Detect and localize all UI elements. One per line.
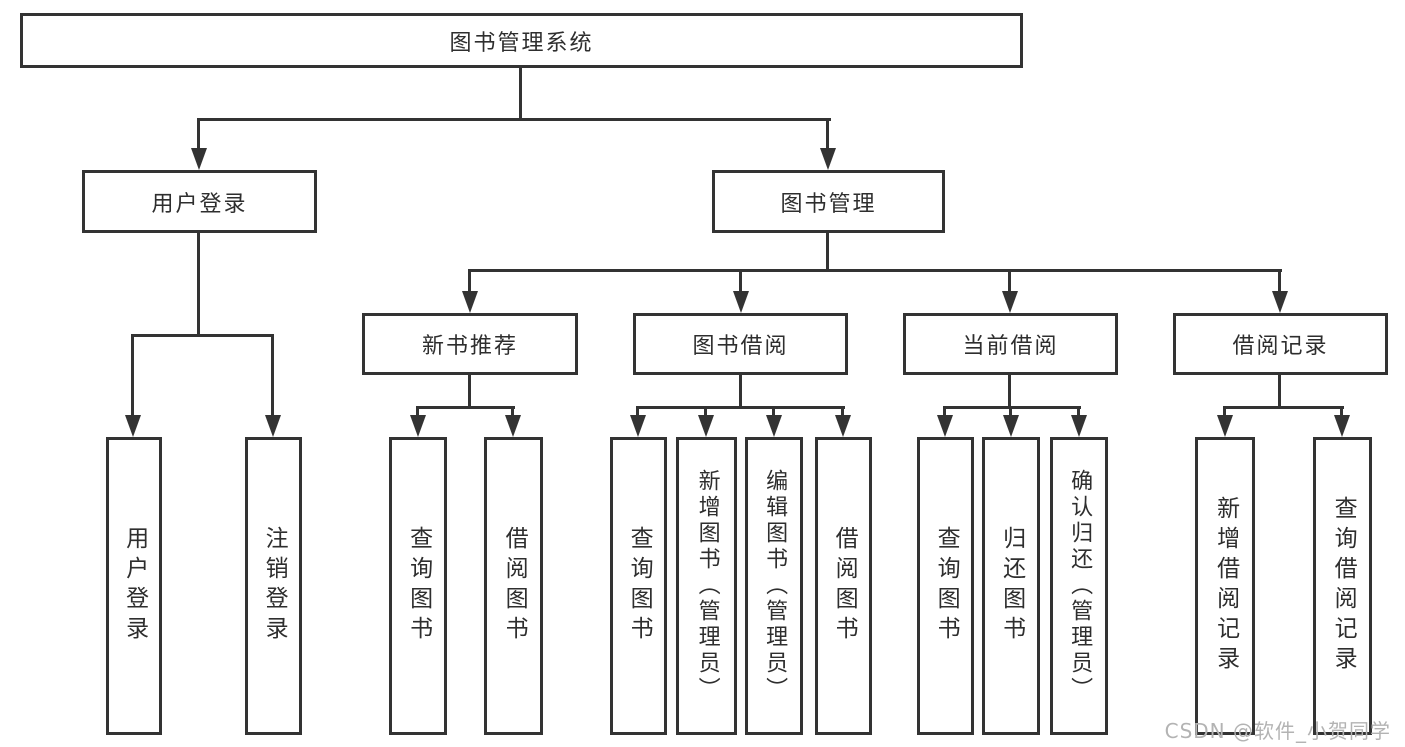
arrowhead-icon: [820, 148, 836, 170]
arrowhead-icon: [733, 291, 749, 313]
arrowhead-icon: [698, 415, 714, 437]
arrowhead-icon: [191, 148, 207, 170]
leaf-query-books-recommend: 查询图书: [389, 437, 447, 735]
arrowhead-icon: [1217, 415, 1233, 437]
leaf-query-books-current: 查询图书: [917, 437, 974, 735]
node-new-book-recommend: 新书推荐: [362, 313, 578, 375]
connector-segment: [511, 406, 514, 418]
node-label: 图书借阅: [692, 334, 789, 359]
node-label: 当前借阅: [962, 334, 1059, 359]
arrowhead-icon: [1002, 291, 1018, 313]
node-label: 确认归还（管理员）: [1067, 469, 1093, 703]
leaf-add-book-admin: 新增图书（管理员）: [676, 437, 737, 735]
node-label: 新书推荐: [421, 334, 518, 359]
leaf-confirm-return-admin: 确认归还（管理员）: [1050, 437, 1108, 735]
leaf-borrow-books-borrow: 借阅图书: [815, 437, 872, 735]
arrowhead-icon: [410, 415, 426, 437]
node-label: 用户登录: [151, 191, 248, 217]
connector-segment: [197, 118, 831, 121]
node-label: 新增借阅记录: [1212, 496, 1239, 676]
node-label: 用户登录: [121, 526, 148, 646]
arrowhead-icon: [1334, 415, 1350, 437]
leaf-edit-book-admin: 编辑图书（管理员）: [745, 437, 803, 735]
arrowhead-icon: [937, 415, 953, 437]
node-label: 归还图书: [998, 526, 1025, 646]
connector-segment: [826, 233, 829, 272]
leaf-return-book: 归还图书: [982, 437, 1040, 735]
node-label: 编辑图书（管理员）: [762, 469, 788, 703]
node-label: 借阅记录: [1232, 334, 1329, 359]
connector-segment: [131, 334, 134, 419]
leaf-logout: 注销登录: [245, 437, 302, 735]
connector-segment: [1009, 406, 1012, 418]
leaf-query-books-borrow: 查询图书: [610, 437, 667, 735]
arrowhead-icon: [125, 415, 141, 437]
arrowhead-icon: [630, 415, 646, 437]
connector-segment: [739, 269, 742, 295]
connector-segment: [826, 118, 829, 152]
node-book-management: 图书管理: [712, 170, 945, 233]
node-label: 新增图书（管理员）: [694, 469, 720, 703]
node-label: 查询借阅记录: [1330, 496, 1357, 676]
connector-segment: [1278, 269, 1281, 295]
connector-segment: [416, 406, 419, 418]
node-label: 借阅图书: [501, 526, 528, 646]
connector-segment: [197, 118, 200, 152]
arrowhead-icon: [462, 291, 478, 313]
node-library-management-system: 图书管理系统: [20, 13, 1023, 68]
connector-segment: [1223, 406, 1226, 418]
node-borrow-records: 借阅记录: [1173, 313, 1388, 375]
arrowhead-icon: [265, 415, 281, 437]
connector-segment: [197, 233, 200, 337]
connector-segment: [468, 269, 1282, 272]
arrowhead-icon: [1003, 415, 1019, 437]
connector-segment: [636, 406, 845, 409]
connector-segment: [1278, 375, 1281, 408]
leaf-query-borrow-record: 查询借阅记录: [1313, 437, 1372, 735]
connector-segment: [1340, 406, 1343, 418]
arrowhead-icon: [766, 415, 782, 437]
arrowhead-icon: [505, 415, 521, 437]
node-label: 图书管理: [780, 191, 877, 217]
arrowhead-icon: [1071, 415, 1087, 437]
connector-segment: [739, 375, 742, 408]
leaf-user-login: 用户登录: [106, 437, 162, 735]
arrowhead-icon: [1272, 291, 1288, 313]
node-current-borrow: 当前借阅: [903, 313, 1118, 375]
connector-segment: [1077, 406, 1080, 418]
leaf-add-borrow-record: 新增借阅记录: [1195, 437, 1255, 735]
connector-segment: [1008, 375, 1011, 408]
node-book-borrow: 图书借阅: [633, 313, 848, 375]
node-label: 查询图书: [626, 526, 653, 646]
connector-segment: [636, 406, 639, 418]
connector-segment: [841, 406, 844, 418]
connector-segment: [943, 406, 946, 418]
connector-segment: [1223, 406, 1344, 409]
connector-segment: [704, 406, 707, 418]
node-label: 查询图书: [933, 526, 960, 646]
node-user-login: 用户登录: [82, 170, 317, 233]
connector-segment: [131, 334, 274, 337]
leaf-borrow-books-recommend: 借阅图书: [484, 437, 543, 735]
node-label: 借阅图书: [831, 526, 858, 646]
csdn-watermark: CSDN @软件_小贺同学: [1164, 719, 1391, 743]
node-label: 查询图书: [405, 526, 432, 646]
node-label: 注销登录: [261, 526, 288, 646]
connector-segment: [519, 66, 522, 121]
connector-segment: [416, 406, 515, 409]
connector-segment: [943, 406, 1081, 409]
node-label: 图书管理系统: [449, 30, 594, 56]
arrowhead-icon: [835, 415, 851, 437]
connector-segment: [1008, 269, 1011, 295]
connector-segment: [772, 406, 775, 418]
connector-segment: [468, 269, 471, 295]
connector-segment: [468, 375, 471, 408]
connector-segment: [271, 334, 274, 419]
